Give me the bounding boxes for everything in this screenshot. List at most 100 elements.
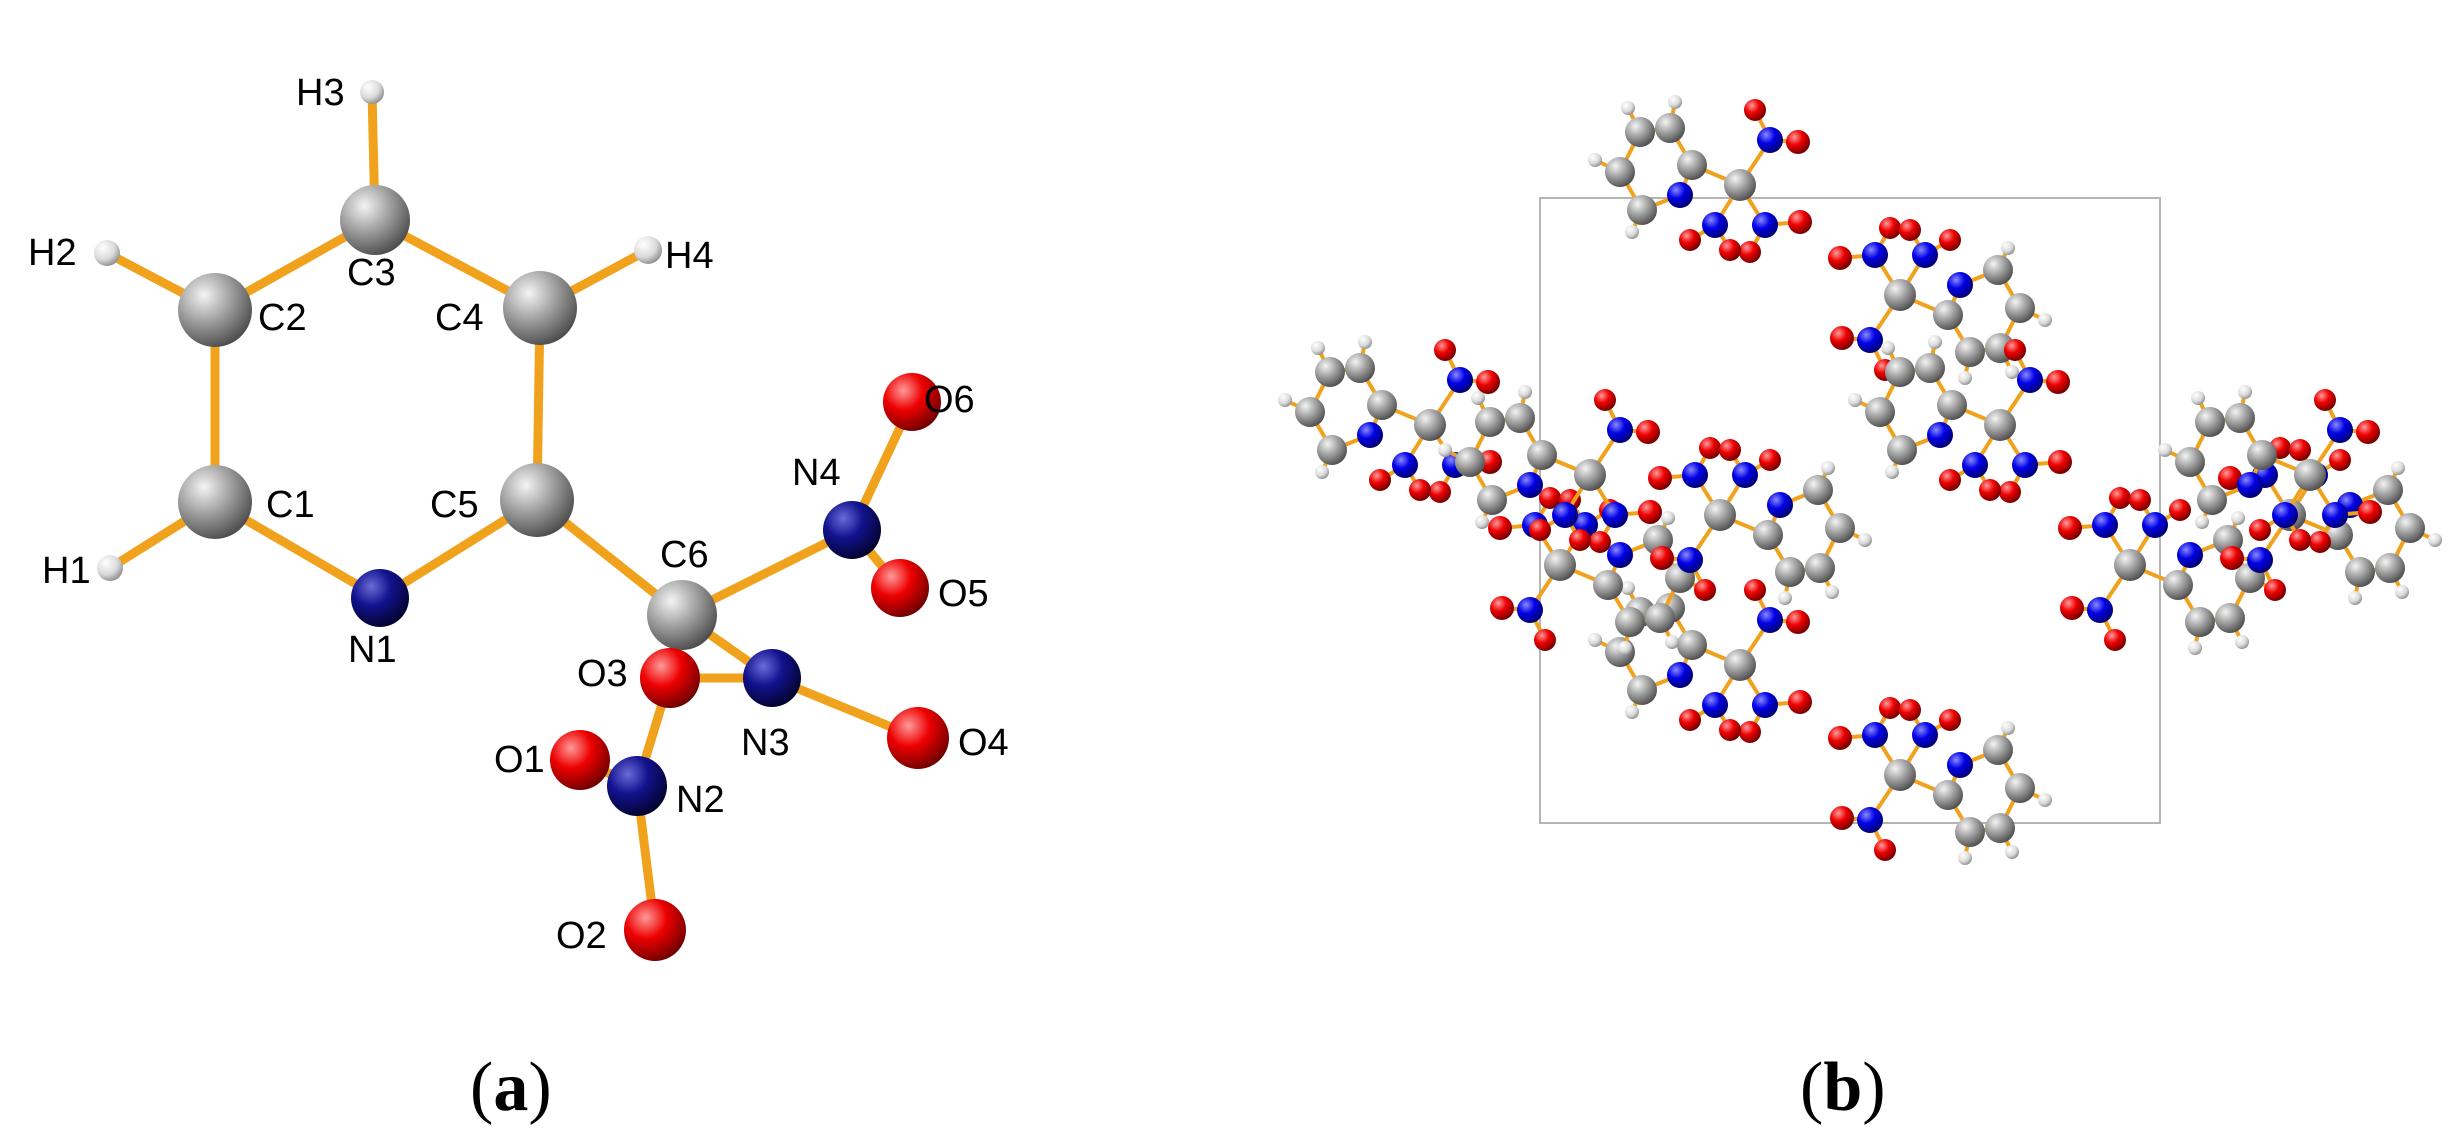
packing-molecule [2058, 487, 2282, 655]
packing-atom-h1 [1625, 225, 1639, 239]
packing-atom-c1 [1803, 475, 1833, 505]
atom-h3 [360, 80, 384, 104]
packing-atom-o2 [1830, 326, 1854, 350]
packing-molecule [2158, 385, 2382, 553]
packing-atom-c6 [1884, 759, 1916, 791]
packing-atom-n3 [1862, 722, 1888, 748]
packing-atom-o6 [2289, 529, 2311, 551]
packing-atom-o6 [2289, 439, 2311, 461]
packing-atom-o6 [1979, 479, 2001, 501]
packing-atom-c3 [1985, 813, 2015, 843]
atom-label-c2: C2 [258, 297, 307, 339]
packing-atom-o5 [2249, 519, 2271, 541]
packing-atom-o4 [1879, 697, 1901, 719]
atom-h4 [634, 236, 662, 264]
packing-atom-c6 [1414, 409, 1446, 441]
packing-atom-c4 [1505, 403, 1535, 433]
packing-atom-o5 [1939, 469, 1961, 491]
packing-atom-n1 [1667, 662, 1693, 688]
packing-atom-h2 [2038, 793, 2052, 807]
atom-label-o4: O4 [958, 722, 1009, 764]
packing-atom-c3 [1315, 357, 1345, 387]
atom-n3 [743, 649, 801, 707]
packing-atom-o2 [2060, 596, 2084, 620]
packing-atom-o6 [1719, 439, 1741, 461]
packing-atom-h3 [1881, 341, 1895, 355]
packing-atom-h3 [2005, 845, 2019, 859]
packing-atom-o3 [2218, 466, 2242, 490]
packing-atom-o5 [1939, 709, 1961, 731]
packing-atom-h2 [1858, 533, 1872, 547]
packing-atom-o5 [1679, 229, 1701, 251]
packing-atom-n1 [2177, 542, 2203, 568]
packing-atom-o1 [1874, 839, 1896, 861]
packing-atom-c5 [1593, 570, 1623, 600]
packing-atom-o4 [1879, 217, 1901, 239]
packing-atom-o6 [2129, 489, 2151, 511]
packing-atom-c4 [1615, 607, 1645, 637]
packing-atom-n4 [1552, 502, 1578, 528]
packing-atom-n3 [2092, 512, 2118, 538]
packing-atom-n4 [1702, 692, 1728, 718]
packing-atom-c1 [1983, 735, 2013, 765]
atom-n4 [823, 501, 881, 559]
packing-atom-h1 [2195, 515, 2209, 529]
packing-atom-o2 [1490, 596, 1514, 620]
packing-atom-c4 [1955, 817, 1985, 847]
packing-atom-o1 [2104, 629, 2126, 651]
packing-atom-n3 [1862, 242, 1888, 268]
packing-atom-o2 [1830, 806, 1854, 830]
packing-atom-o4 [1999, 481, 2021, 503]
packing-atom-o3 [1638, 500, 1662, 524]
packing-atom-h2 [1848, 393, 1862, 407]
packing-atom-o4 [2109, 487, 2131, 509]
packing-atom-n4 [1392, 452, 1418, 478]
packing-atom-n4 [2272, 502, 2298, 528]
packing-atom-o4 [1739, 721, 1761, 743]
packing-molecule [1438, 385, 1662, 553]
packing-atom-c3 [1475, 407, 1505, 437]
packing-atom-c4 [1775, 557, 1805, 587]
packing-atom-h4 [1778, 591, 1792, 605]
packing-atom-o2 [2220, 546, 2244, 570]
packing-atom-o3 [1648, 466, 1672, 490]
packing-atom-c1 [1627, 675, 1657, 705]
packing-atom-h1 [1885, 465, 1899, 479]
packing-atom-n1 [1947, 752, 1973, 778]
panel-a-atom-labels: H3 H2 C3 H4 C2 C4 O6 N4 C1 C5 C6 H1 O5 N… [28, 72, 1009, 957]
packing-atom-n3 [1752, 692, 1778, 718]
packing-atom-c5 [2163, 570, 2193, 600]
packing-atom-n3 [1602, 502, 1628, 528]
packing-atom-h1 [2001, 241, 2015, 255]
packing-atom-c5 [1937, 390, 1967, 420]
atom-c2 [178, 273, 252, 347]
packing-atom-h4 [2188, 641, 2202, 655]
packing-atom-o6 [1719, 239, 1741, 261]
packing-atom-o5 [2329, 449, 2351, 471]
packing-atom-o1 [1694, 579, 1716, 601]
packing-atom-n2 [2327, 417, 2353, 443]
packing-atom-h3 [1621, 101, 1635, 115]
packing-atom-o5 [1679, 709, 1701, 731]
packing-molecule [1488, 487, 1712, 655]
packing-atom-c2 [1865, 397, 1895, 427]
packing-atom-n2 [1677, 547, 1703, 573]
packing-atom-h3 [1825, 585, 1839, 599]
packing-atom-h4 [1668, 95, 1682, 109]
packing-atom-n1 [1947, 272, 1973, 298]
packing-atom-o1 [1534, 629, 1556, 651]
packing-atom-h4 [1358, 335, 1372, 349]
atom-label-h3: H3 [296, 72, 345, 114]
atom-label-n3: N3 [741, 722, 790, 764]
packing-atom-c6 [2114, 549, 2146, 581]
packing-atom-h4 [1958, 371, 1972, 385]
panel-b-molecules [1278, 95, 2442, 865]
packing-atom-o2 [1786, 130, 1810, 154]
packing-atom-h3 [2005, 365, 2019, 379]
atom-label-c1: C1 [266, 484, 315, 526]
atom-label-c4: C4 [435, 297, 484, 339]
packing-atom-c3 [2195, 407, 2225, 437]
packing-atom-c6 [1574, 459, 1606, 491]
packing-atom-c6 [1884, 279, 1916, 311]
packing-atom-c4 [1915, 353, 1945, 383]
